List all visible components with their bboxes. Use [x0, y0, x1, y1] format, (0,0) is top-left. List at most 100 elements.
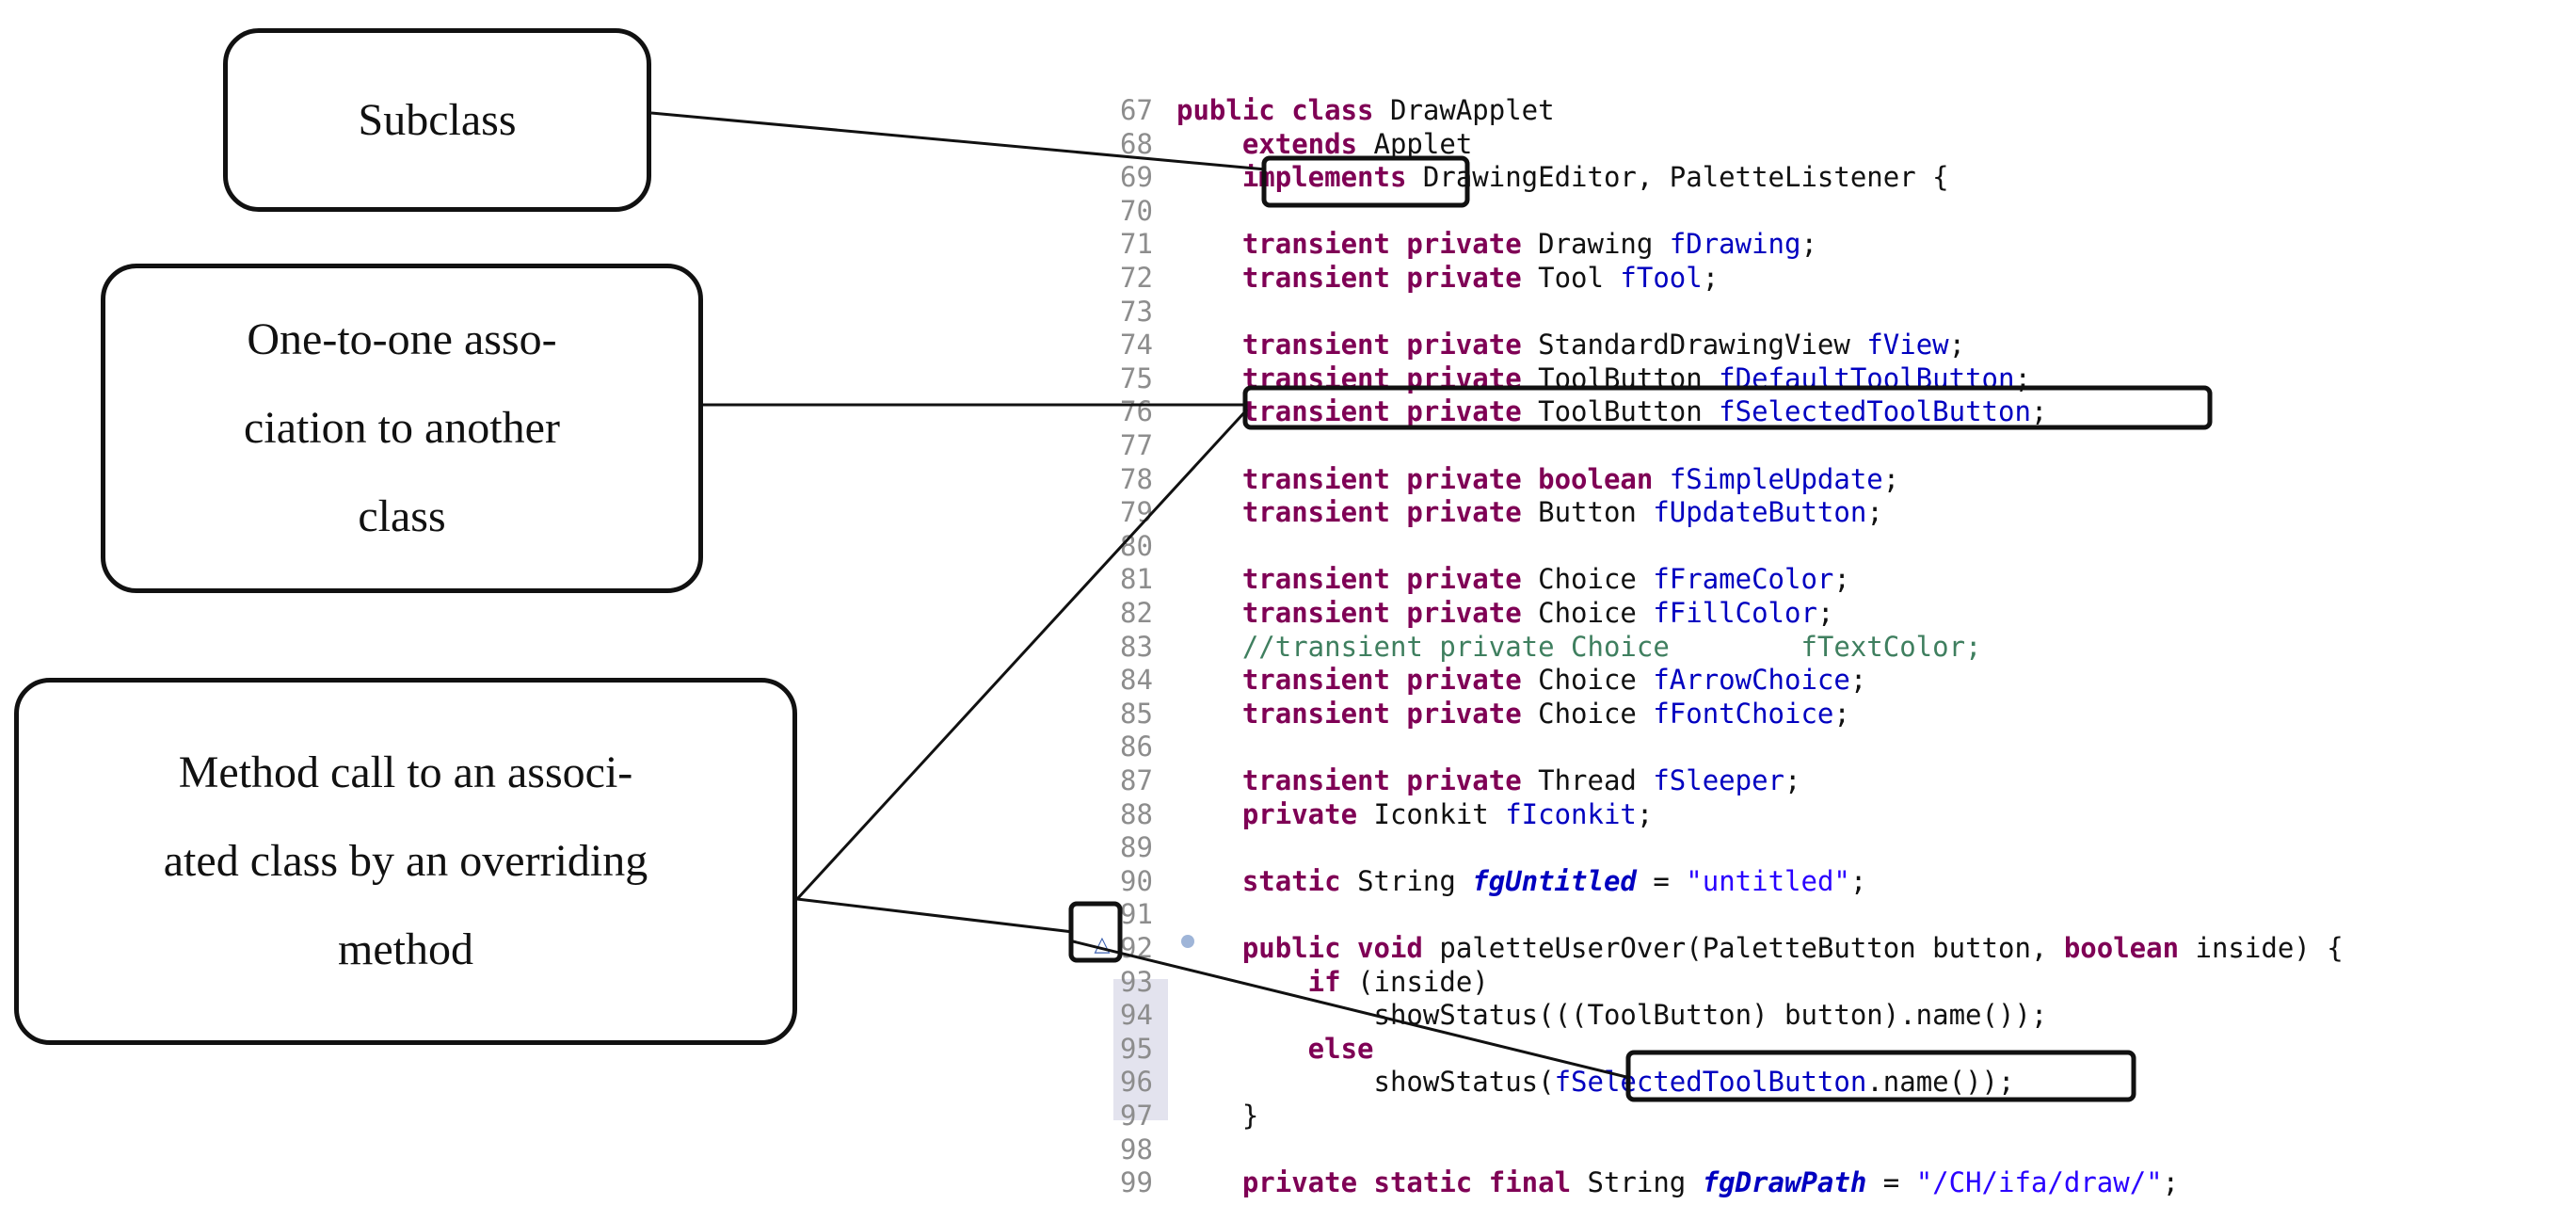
line-number: 71 [1120, 228, 1153, 261]
line-number: 94 [1120, 999, 1153, 1032]
callout-line: class [358, 491, 446, 541]
code-token: } [1176, 1100, 1259, 1132]
line-number: 98 [1120, 1133, 1153, 1165]
line-number: 75 [1120, 361, 1153, 394]
line-number: 74 [1120, 329, 1153, 361]
line-number: 70 [1120, 194, 1153, 227]
code-token: ; [2030, 395, 2048, 428]
code-line-79: 79 transient private Button fUpdateButto… [1120, 496, 1883, 529]
code-line-73: 73 [1120, 296, 1176, 329]
code-line-99: 99 private static final String fgDrawPat… [1120, 1166, 2179, 1199]
code-token: transient private [1176, 395, 1539, 428]
code-line-80: 80 [1120, 530, 1176, 563]
line-number: 78 [1120, 462, 1153, 495]
line-number: 77 [1120, 429, 1153, 461]
code-token: Choice [1538, 563, 1654, 596]
line-number: 90 [1120, 864, 1153, 897]
line-number: 88 [1120, 797, 1153, 830]
code-token: Applet [1373, 127, 1473, 160]
code-token: showStatus( [1176, 1066, 1555, 1099]
connector-subclass [650, 111, 1267, 171]
code-token: Choice [1538, 664, 1654, 697]
code-token: extends [1176, 127, 1374, 160]
code-line-88: 88 private Iconkit fIconkit; [1120, 798, 1653, 831]
callout-subclass-text: Subclass [359, 76, 517, 165]
code-line-91: 91 [1120, 898, 1176, 931]
line-number: 84 [1120, 664, 1153, 697]
code-token: ; [1833, 697, 1850, 730]
code-token: ; [2162, 1166, 2180, 1199]
code-token: ; [1784, 764, 1801, 796]
code-line-86: 86 [1120, 731, 1176, 763]
line-number: 79 [1120, 496, 1153, 529]
code-token: transient private [1176, 563, 1539, 596]
line-number: 85 [1120, 697, 1153, 730]
connector-method-to-field [795, 408, 1249, 901]
line-number: 86 [1120, 731, 1153, 763]
line-number: 80 [1120, 529, 1153, 562]
code-token: transient private [1176, 228, 1539, 261]
code-line-69: 69 implements DrawingEditor, PaletteList… [1120, 161, 1949, 194]
code-token: ToolButton [1538, 395, 1720, 428]
line-number: 72 [1120, 262, 1153, 294]
code-token: fIconkit [1505, 797, 1637, 830]
code-line-84: 84 transient private Choice fArrowChoice… [1120, 664, 1866, 697]
code-token: public void [1176, 932, 1440, 964]
code-token: fSleeper [1653, 764, 1785, 796]
callout-association: One-to-one asso- ciation to another clas… [101, 264, 703, 593]
line-number: 81 [1120, 563, 1153, 596]
code-token: DrawingEditor, PaletteListener { [1422, 161, 1949, 194]
highlight-implements [1261, 155, 1470, 208]
code-token: ; [1948, 329, 1966, 361]
line-number: 68 [1120, 127, 1153, 160]
code-token: static [1176, 864, 1358, 897]
code-token: fSimpleUpdate [1669, 462, 1883, 495]
callout-line: method [338, 924, 473, 974]
code-token: DrawApplet [1389, 94, 1555, 126]
code-line-97: 97 } [1120, 1100, 1258, 1133]
code-token: transient private [1176, 262, 1539, 294]
line-number: 93 [1120, 965, 1153, 998]
code-token: ; [1833, 563, 1850, 596]
callout-method-call: Method call to an associ- ated class by … [14, 678, 797, 1045]
code-token: "/CH/ifa/draw/" [1915, 1166, 2163, 1199]
code-token: Button [1538, 496, 1654, 529]
code-line-93: 93 if (inside) [1120, 966, 1489, 999]
code-token: ; [1800, 228, 1817, 261]
method-fold-region [1113, 979, 1168, 1120]
code-token: inside) { [2195, 932, 2344, 964]
code-token: fgDrawPath [1702, 1166, 1867, 1199]
code-token: Iconkit [1373, 797, 1506, 830]
code-token: String [1357, 864, 1473, 897]
code-token: public class [1176, 94, 1390, 126]
code-line-92: 92 public void paletteUserOver(PaletteBu… [1120, 932, 2344, 965]
line-number: 96 [1120, 1066, 1153, 1099]
callout-method-text: Method call to an associ- ated class by … [164, 729, 648, 994]
code-token: transient private [1176, 764, 1539, 796]
callout-line: ated class by an overriding [163, 836, 648, 886]
connector-method-to-marker [796, 897, 1074, 934]
code-line-85: 85 transient private Choice fFontChoice; [1120, 698, 1850, 731]
code-token: boolean [2063, 932, 2196, 964]
code-token: transient private [1176, 664, 1539, 697]
code-token: if [1176, 965, 1358, 998]
code-token: ; [1702, 262, 1720, 294]
code-token: else [1176, 1032, 1374, 1065]
highlight-field-declaration [1242, 385, 2213, 430]
connector-marker-to-usage [1072, 940, 1631, 1080]
code-token: ; [1849, 664, 1867, 697]
code-line-78: 78 transient private boolean fSimpleUpda… [1120, 463, 1899, 496]
callout-line: One-to-one asso- [247, 314, 557, 364]
code-line-70: 70 [1120, 195, 1176, 228]
code-line-89: 89 [1120, 831, 1176, 864]
code-token: ; [1816, 597, 1834, 629]
code-token: ; [1866, 496, 1883, 529]
code-line-95: 95 else [1120, 1033, 1374, 1066]
code-token: String [1587, 1166, 1703, 1199]
code-token: fgUntitled [1472, 864, 1637, 897]
code-line-94: 94 showStatus(((ToolButton) button).name… [1120, 999, 2047, 1032]
code-editor-panel [1071, 94, 2576, 1210]
highlight-field-usage [1625, 1050, 2136, 1102]
code-token: transient private [1176, 329, 1539, 361]
